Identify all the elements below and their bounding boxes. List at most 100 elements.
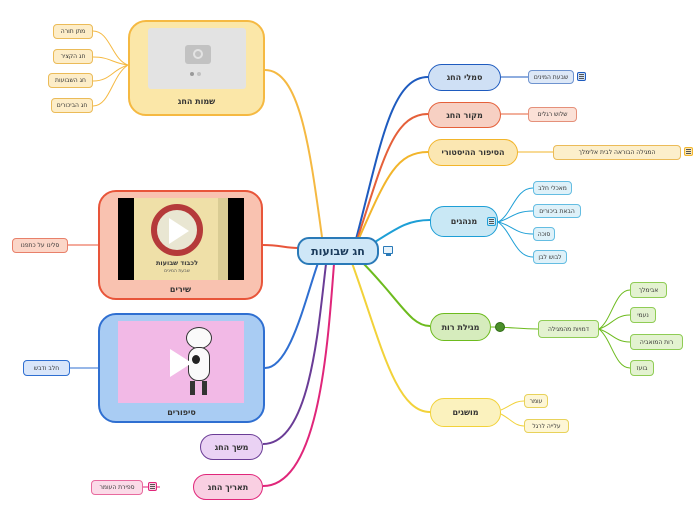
symbols-child-label: שבעת המינים — [533, 73, 569, 81]
image-placeholder — [148, 28, 246, 89]
ruth-middle-label: דמויות מהמגילה — [547, 325, 590, 333]
connector-names — [264, 69, 323, 238]
concepts-child-label: עומר — [529, 397, 543, 405]
notes-icon[interactable] — [148, 482, 157, 491]
names-child-label: חג הביכורים — [56, 102, 88, 109]
branch-songs-label: שירים — [169, 285, 192, 294]
notes-icon[interactable] — [577, 72, 586, 81]
song-video-thumbnail[interactable]: לכבוד שבועות שבעת המינים — [118, 198, 244, 280]
branch-source[interactable]: מקור החג — [428, 102, 501, 128]
stories-child-label: חלב ודבש — [33, 364, 60, 372]
names-child-label: חג הקציר — [60, 53, 86, 60]
sub-connector — [497, 221, 534, 258]
source-child[interactable]: שלוש רגלים — [528, 107, 577, 122]
connector-concepts — [351, 262, 431, 413]
sidebar-strip — [218, 198, 228, 280]
date-child[interactable]: ספירת העומר — [91, 480, 143, 495]
sub-connector — [92, 64, 129, 107]
names-child[interactable]: חג השבועות — [48, 73, 93, 88]
central-topic-label: חג שבועות — [311, 244, 365, 258]
ruth-character[interactable]: נעמי — [630, 307, 656, 323]
date-child-label: ספירת העומר — [99, 484, 135, 491]
sub-connector — [598, 328, 631, 369]
branch-ruth[interactable]: מגילת רות — [430, 313, 491, 341]
symbols-child[interactable]: שבעת המינים — [528, 70, 574, 84]
sub-connector — [497, 187, 534, 223]
branch-stories-label: סיפורים — [167, 408, 196, 417]
names-child-label: חג השבועות — [55, 77, 86, 84]
wreath-graphic — [151, 204, 203, 256]
sub-connector — [497, 221, 534, 235]
customs-child-label: לבוש לבן — [538, 253, 562, 261]
branch-date[interactable]: תאריך החג — [193, 474, 263, 500]
branch-history-label: הסיפור ההיסטורי — [441, 148, 505, 157]
stories-child[interactable]: חלב ודבש — [23, 360, 70, 376]
songs-child[interactable]: סלינו על כתפנו — [12, 238, 68, 253]
source-child-label: שלוש רגלים — [537, 111, 568, 118]
sub-connector — [500, 413, 525, 427]
song-thumbnail-subtitle: שבעת המינים — [164, 269, 190, 274]
connector-source — [355, 113, 429, 244]
branch-stories-card[interactable]: סיפורים — [98, 313, 265, 423]
branch-duration[interactable]: משך החג — [200, 434, 263, 460]
branch-history[interactable]: הסיפור ההיסטורי — [428, 139, 518, 166]
ruth-character[interactable]: רות המואביה — [630, 334, 683, 350]
story-video-thumbnail[interactable] — [118, 321, 244, 403]
globe-icon[interactable] — [495, 322, 505, 332]
sub-connector — [598, 289, 631, 330]
branch-concepts[interactable]: מושגים — [430, 398, 501, 427]
branch-ruth-label: מגילת רות — [441, 322, 480, 332]
ruth-character-label: רות המואביה — [639, 338, 674, 346]
sub-connectors — [68, 30, 631, 488]
central-topic[interactable]: חג שבועות — [297, 237, 379, 265]
connector-songs — [262, 244, 299, 249]
play-icon — [170, 349, 192, 377]
computer-icon[interactable] — [383, 246, 393, 256]
branch-customs-label: מנהגים — [450, 217, 478, 226]
customs-child[interactable]: לבוש לבן — [533, 250, 567, 264]
sub-connector — [500, 400, 525, 411]
customs-child[interactable]: סוכה — [533, 227, 555, 241]
branch-names-card[interactable]: שמות החג — [128, 20, 265, 116]
names-child[interactable]: חג הקציר — [53, 49, 93, 64]
ruth-character-label: אבימלך — [638, 286, 659, 294]
sub-connector — [598, 328, 631, 343]
branch-duration-label: משך החג — [214, 442, 249, 452]
branch-customs[interactable]: מנהגים — [430, 206, 498, 237]
branch-concepts-label: מושגים — [452, 408, 479, 417]
ruth-character[interactable]: אבימלך — [630, 282, 667, 298]
sub-connector — [598, 314, 631, 330]
connector-duration — [262, 263, 327, 445]
sub-connector — [92, 56, 129, 66]
customs-child-label: הבאת ביכורים — [539, 207, 575, 215]
camera-icon — [185, 45, 211, 64]
connector-history — [355, 151, 429, 246]
history-child[interactable]: המגילה הבוראה לבית אלימלך — [553, 145, 681, 160]
play-icon — [169, 218, 189, 244]
names-child[interactable]: חג הביכורים — [51, 98, 93, 113]
concepts-child[interactable]: עומר — [524, 394, 548, 408]
ruth-middle-node[interactable]: דמויות מהמגילה — [538, 320, 599, 338]
ruth-character-label: נעמי — [637, 311, 649, 319]
customs-child[interactable]: מאכלי חלב — [533, 181, 572, 195]
sub-connector — [92, 64, 129, 82]
song-thumbnail-title: לכבוד שבועות — [155, 259, 199, 267]
customs-child-label: סוכה — [537, 230, 551, 238]
connector-ruth — [359, 259, 431, 327]
branch-symbols[interactable]: סמלי החג — [428, 64, 501, 91]
customs-child[interactable]: הבאת ביכורים — [533, 204, 581, 218]
branch-date-label: תאריך החג — [207, 482, 249, 492]
branch-symbols-label: סמלי החג — [446, 73, 483, 82]
notes-icon[interactable] — [684, 147, 693, 156]
concepts-child[interactable]: עלייה לרגל — [524, 419, 569, 433]
branch-songs-card[interactable]: לכבוד שבועות שבעת המינים שירים — [98, 190, 263, 300]
branch-source-label: מקור החג — [446, 110, 483, 120]
notes-icon[interactable] — [487, 217, 496, 226]
ruth-character[interactable]: בועז — [630, 360, 654, 376]
ruth-character-label: בועז — [636, 364, 648, 372]
sub-connector — [92, 30, 129, 66]
names-child[interactable]: מתן תורה — [53, 24, 93, 39]
connector-stories — [264, 262, 319, 369]
connector-date — [262, 263, 335, 487]
